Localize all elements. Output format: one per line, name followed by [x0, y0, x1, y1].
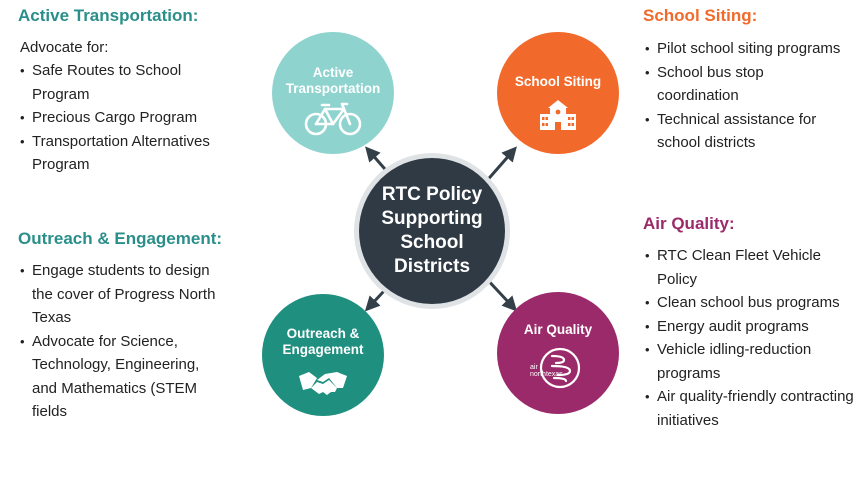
active-transportation-node-label: Active Transportation — [285, 65, 381, 96]
arrow-to-air-quality — [482, 274, 518, 312]
active-transportation-list: Safe Routes to School Program Precious C… — [20, 59, 238, 177]
arrow-to-school-siting — [482, 146, 517, 185]
outreach-engagement-node-label: Outreach & Engagement — [282, 326, 364, 357]
outreach-engagement-list: Engage students to design the cover of P… — [20, 259, 216, 424]
active-transportation-heading: Active Transportation: — [18, 6, 199, 25]
active-transportation-section: Active Transportation: Advocate for: Saf… — [18, 6, 258, 177]
air-quality-node: Air Quality air northtexas — [497, 292, 619, 414]
active-transportation-intro: Advocate for: — [20, 39, 109, 56]
outreach-engagement-node: Outreach & Engagement — [262, 294, 384, 416]
list-item: Precious Cargo Program — [20, 106, 238, 130]
list-item: School bus stop coordination — [645, 61, 845, 108]
list-item: Energy audit programs — [645, 315, 860, 339]
list-item: Vehicle idling-reduction programs — [645, 338, 860, 385]
list-item: Safe Routes to School Program — [20, 59, 238, 106]
school-siting-list: Pilot school siting programs School bus … — [645, 37, 845, 155]
list-item: Engage students to design the cover of P… — [20, 259, 216, 330]
list-item: Clean school bus programs — [645, 291, 860, 315]
list-item: Technical assistance for school district… — [645, 108, 845, 155]
handshake-icon — [299, 372, 347, 395]
bicycle-icon — [304, 102, 362, 136]
air-quality-heading: Air Quality: — [643, 214, 735, 233]
air-north-texas-logo-text: air northtexas — [530, 364, 563, 378]
school-siting-heading: School Siting: — [643, 6, 758, 25]
air-quality-list: RTC Clean Fleet Vehicle Policy Clean sch… — [645, 244, 860, 432]
list-item: Advocate for Science, Technology, Engine… — [20, 330, 216, 424]
air-quality-node-label: Air Quality — [523, 322, 593, 337]
center-policy-node: RTC Policy Supporting School Districts — [359, 158, 505, 304]
outreach-engagement-heading: Outreach & Engagement: — [18, 229, 223, 248]
air-north-texas-logo: air northtexas — [530, 346, 586, 390]
school-siting-node-label: School Siting — [514, 74, 602, 89]
center-policy-label: RTC Policy Supporting School Districts — [381, 184, 483, 277]
school-building-icon — [540, 100, 576, 130]
active-transportation-node: Active Transportation — [272, 32, 394, 154]
list-item: Pilot school siting programs — [645, 37, 845, 61]
school-siting-node: School Siting — [497, 32, 619, 154]
list-item: Air quality-friendly contracting initiat… — [645, 385, 860, 432]
list-item: RTC Clean Fleet Vehicle Policy — [645, 244, 860, 291]
list-item: Transportation Alternatives Program — [20, 130, 238, 177]
school-siting-section: School Siting: Pilot school siting progr… — [643, 6, 858, 155]
air-quality-section: Air Quality: RTC Clean Fleet Vehicle Pol… — [643, 214, 863, 432]
outreach-engagement-section: Outreach & Engagement: Engage students t… — [18, 229, 288, 424]
